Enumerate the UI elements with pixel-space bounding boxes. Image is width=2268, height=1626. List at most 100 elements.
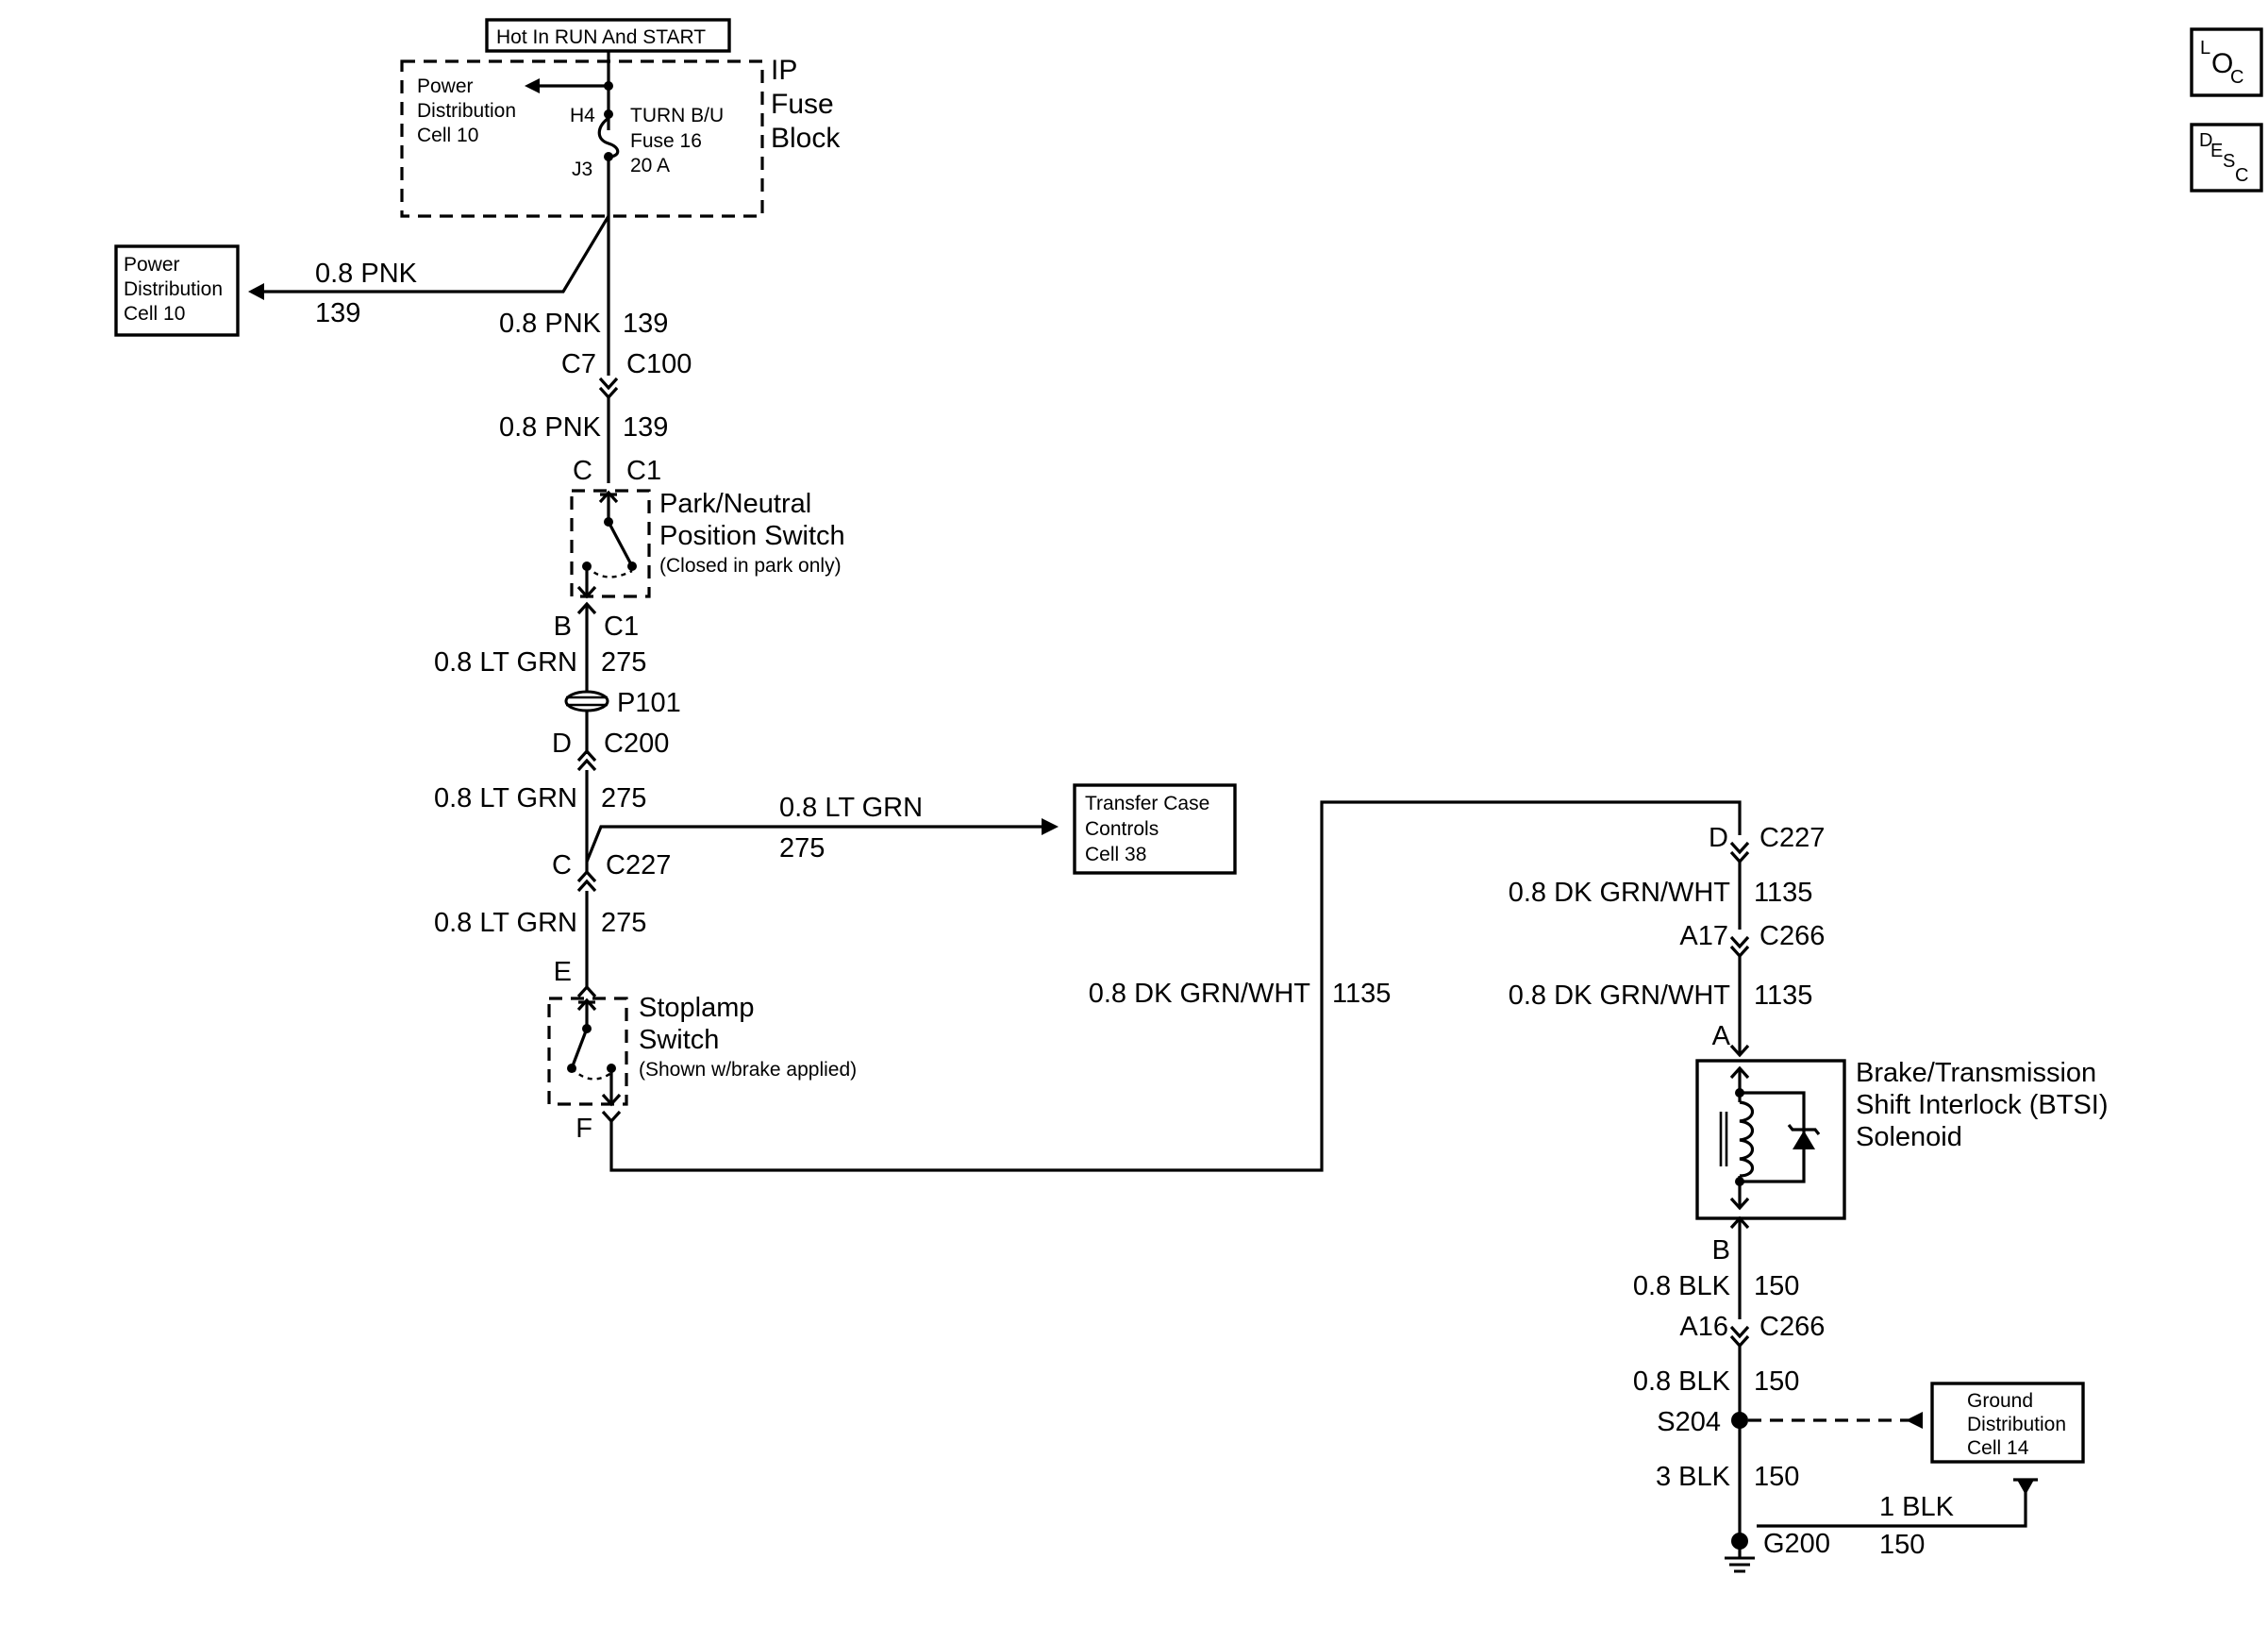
power-ref-3: Cell 10 <box>417 125 478 146</box>
stoplamp-switch <box>547 997 628 1107</box>
wire-275-a-gauge: 0.8 LT GRN <box>434 647 577 678</box>
btsi-title-1: Brake/Transmission <box>1856 1058 2096 1088</box>
stoplamp-note: (Shown w/brake applied) <box>639 1059 857 1081</box>
c200-pin: D <box>552 729 572 759</box>
fuse-pin-h4: H4 <box>570 105 595 126</box>
loc-icon[interactable]: L O C <box>2190 27 2263 97</box>
btsi-title-3: Solenoid <box>1856 1122 1962 1152</box>
desc-e: E <box>2210 141 2223 161</box>
branch-wire-gauge: 0.8 PNK <box>315 259 418 289</box>
diode-icon <box>1793 1131 1815 1149</box>
wire-275-c-gauge: 0.8 LT GRN <box>434 908 577 938</box>
wire-139-b-gauge: 0.8 PNK <box>499 412 602 443</box>
fuse-block-name-2: Fuse <box>771 89 834 120</box>
p101-label: P101 <box>617 688 681 718</box>
fuse-pin-j3: J3 <box>572 159 592 180</box>
ground-distribution-box <box>1930 1382 2085 1464</box>
btsi-solenoid <box>1695 1059 1846 1220</box>
btsi-top-pin: A <box>1712 1021 1731 1051</box>
c227-left-pin: C <box>552 850 572 880</box>
power-distribution-box <box>114 244 240 337</box>
c266-bottom-pin: A16 <box>1679 1312 1728 1342</box>
wire-150-d-gauge: 1 BLK <box>1879 1492 1955 1522</box>
fuse-block-name-3: Block <box>771 123 841 154</box>
c200-name: C200 <box>604 729 669 759</box>
hot-in-run-label: Hot In RUN And START <box>485 18 731 53</box>
transfer-case-line-1: Transfer Case <box>1085 793 1209 814</box>
transfer-case-box <box>1073 783 1237 875</box>
wire-139-a-gauge: 0.8 PNK <box>499 309 602 339</box>
ground-ref-arrowhead <box>1906 1412 1923 1429</box>
btsi-title-2: Shift Interlock (BTSI) <box>1856 1090 2109 1120</box>
g200-label: G200 <box>1763 1529 1830 1559</box>
ground-dist-line-2: Distribution <box>1967 1414 2066 1435</box>
desc-d: D <box>2199 130 2212 151</box>
wire-150-d-circuit: 150 <box>1879 1530 1925 1560</box>
wire-139-b-circuit: 139 <box>623 412 668 443</box>
transfer-branch-arrowhead <box>1042 818 1059 835</box>
wire-150-c-gauge: 3 BLK <box>1656 1462 1731 1492</box>
fuse-16-symbol <box>597 116 620 159</box>
wire-150-d <box>1757 1480 2027 1528</box>
power-ref-1: Power <box>417 75 474 97</box>
pnp-bottom-name: C1 <box>604 612 639 642</box>
power-ref-arrowhead <box>525 78 540 93</box>
power-dist-line-1: Power <box>124 254 180 276</box>
loc-c: C <box>2230 67 2243 88</box>
wire-275-branch-circuit: 275 <box>779 833 825 863</box>
wire-150-c-circuit: 150 <box>1754 1462 1799 1492</box>
fuse-rating: 20 A <box>630 155 670 176</box>
power-dist-line-2: Distribution <box>124 278 223 300</box>
branch-arrowhead <box>248 283 264 300</box>
hot-in-run-text: Hot In RUN And START <box>496 26 706 48</box>
c227-right-name: C227 <box>1759 823 1825 853</box>
power-ref-2: Distribution <box>417 100 516 122</box>
wire-1135-a-gauge: 0.8 DK GRN/WHT <box>1509 878 1731 908</box>
pnp-switch-blade <box>607 521 634 567</box>
c100-name: C100 <box>626 349 692 379</box>
c227-left-name: C227 <box>606 850 671 880</box>
p101-splice <box>564 690 609 712</box>
c100-connector-symbol <box>598 377 619 391</box>
wire-275-branch <box>585 825 1045 863</box>
transfer-case-line-2: Controls <box>1085 818 1159 840</box>
stoplamp-bottom-pin: F <box>575 1114 592 1144</box>
stoplamp-title-1: Stoplamp <box>639 993 755 1023</box>
wire-275-b-circuit: 275 <box>601 783 646 813</box>
transfer-case-line-3: Cell 38 <box>1085 844 1146 865</box>
park-neutral-position-switch <box>570 489 651 599</box>
wire-1135-main <box>609 800 1742 1172</box>
ground-dist-line-3: Cell 14 <box>1967 1437 2029 1459</box>
stoplamp-title-2: Switch <box>639 1025 719 1055</box>
stoplamp-switch-blade <box>570 1028 589 1069</box>
desc-icon[interactable]: D E S C <box>2190 123 2263 193</box>
pnp-title-1: Park/Neutral <box>659 489 811 519</box>
wire-150-a-gauge: 0.8 BLK <box>1633 1271 1731 1301</box>
wire-139-branch <box>259 215 610 293</box>
c266-bottom-name: C266 <box>1759 1312 1825 1342</box>
desc-c: C <box>2235 165 2248 186</box>
stoplamp-top-pin: E <box>554 957 572 987</box>
pnp-title-2: Position Switch <box>659 521 845 551</box>
pnp-note: (Closed in park only) <box>659 555 842 577</box>
wire-275-b-gauge: 0.8 LT GRN <box>434 783 577 813</box>
ip-fuse-block: IP Fuse Block Power Distribution Cell 10… <box>400 51 841 218</box>
solenoid-coil <box>1739 1100 1755 1178</box>
branch-wire-circuit: 139 <box>315 298 360 328</box>
desc-s: S <box>2223 151 2235 172</box>
pnp-top-pin: C <box>573 456 592 486</box>
wire-275-c-circuit: 275 <box>601 908 646 938</box>
ground-eyelet-arrow <box>2017 1480 2034 1495</box>
c266-top-name: C266 <box>1759 921 1825 951</box>
s204-label: S204 <box>1657 1407 1721 1437</box>
btsi-bottom-pin: B <box>1712 1235 1730 1266</box>
fuse-number: Fuse 16 <box>630 130 702 152</box>
wire-139-a-circuit: 139 <box>623 309 668 339</box>
wire-1135-b-gauge: 0.8 DK GRN/WHT <box>1509 981 1731 1011</box>
c266-top-pin: A17 <box>1679 921 1728 951</box>
fuse-name: TURN B/U <box>630 105 724 126</box>
ground-dist-line-1: Ground <box>1967 1390 2033 1412</box>
wire-150-b-gauge: 0.8 BLK <box>1633 1366 1731 1397</box>
wire-1135-a-circuit: 1135 <box>1754 878 1812 908</box>
